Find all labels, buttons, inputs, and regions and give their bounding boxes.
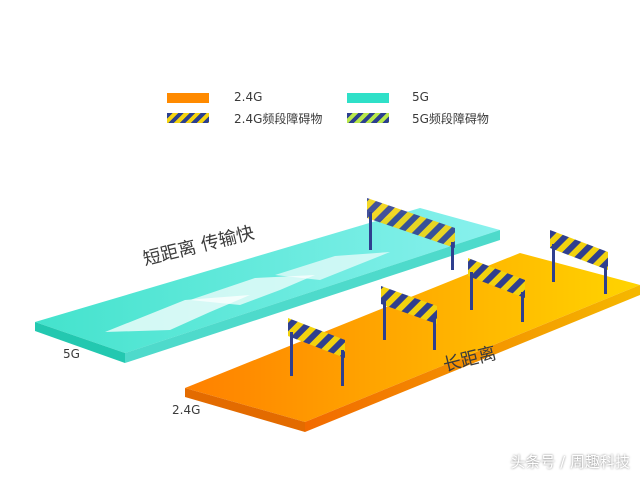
chevron-icon-1 bbox=[105, 295, 250, 332]
lane-2-4g bbox=[185, 253, 640, 432]
legend-label-2-4g: 2.4G bbox=[234, 90, 263, 104]
barrier-2-4g-4 bbox=[550, 230, 608, 294]
barrier-2-4g-2 bbox=[381, 286, 437, 350]
watermark: 头条号 / 周趣科技 bbox=[510, 453, 630, 471]
legend-label-5g: 5G bbox=[412, 90, 429, 104]
lane-5g bbox=[35, 208, 500, 363]
legend-swatch-2-4g-obstacle bbox=[167, 113, 209, 123]
legend-label-5g-obstacle: 5G频段障碍物 bbox=[412, 112, 489, 126]
barrier-5g-1 bbox=[367, 198, 455, 270]
legend-swatch-5g-obstacle bbox=[347, 113, 389, 123]
label-2-4g: 2.4G bbox=[172, 403, 201, 417]
label-5g: 5G bbox=[63, 347, 80, 361]
barrier-2-4g-3 bbox=[468, 258, 525, 322]
legend-swatch-2-4g bbox=[167, 93, 209, 103]
chevron-icon-2 bbox=[190, 275, 315, 305]
chevron-icon-3 bbox=[275, 252, 390, 280]
legend-label-2-4g-obstacle: 2.4G频段障碍物 bbox=[234, 112, 323, 126]
barrier-2-4g-1 bbox=[288, 318, 345, 386]
legend-swatch-5g bbox=[347, 93, 389, 103]
